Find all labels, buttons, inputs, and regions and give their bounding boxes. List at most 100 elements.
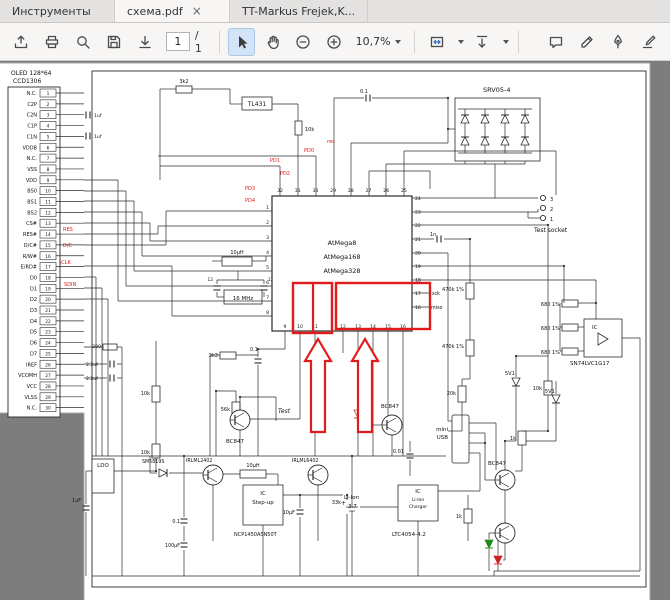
svg-text:22: 22: [415, 223, 421, 229]
zoom-in-button[interactable]: [321, 28, 348, 56]
hand-tool-button[interactable]: [259, 28, 286, 56]
svg-text:IREF: IREF: [26, 362, 37, 368]
svg-text:10: 10: [297, 324, 303, 330]
close-tab-icon[interactable]: ×: [191, 4, 202, 18]
chevron-down-icon[interactable]: [458, 39, 465, 44]
print-button[interactable]: [39, 28, 66, 56]
fit-page-icon: [430, 36, 444, 47]
svg-text:56k: 56k: [221, 407, 230, 413]
comment-button[interactable]: [543, 28, 570, 56]
svg-text:PD0: PD0: [304, 148, 314, 154]
fill-sign-button[interactable]: [635, 28, 662, 56]
svg-text:11: 11: [312, 324, 318, 330]
svg-text:LTC4054-4.2: LTC4054-4.2: [392, 532, 426, 538]
svg-text:16: 16: [400, 324, 406, 330]
svg-text:Step-up: Step-up: [252, 500, 274, 506]
tab-document-ttmarkus[interactable]: TT-Markus Frejek,K...: [230, 0, 369, 22]
zoom-out-button[interactable]: [290, 28, 317, 56]
svg-text:SRV05-4: SRV05-4: [483, 86, 511, 94]
svg-text:680 1%: 680 1%: [541, 326, 560, 332]
svg-text:17: 17: [415, 291, 421, 297]
toolbar: / 1 10,7%: [0, 23, 670, 61]
comment-icon: [550, 36, 563, 48]
svg-text:D/C#: D/C#: [24, 243, 37, 249]
svg-text:20k: 20k: [447, 391, 456, 397]
svg-text:7: 7: [47, 156, 50, 162]
svg-text:3k2: 3k2: [179, 79, 188, 85]
svg-text:13: 13: [355, 324, 361, 330]
page-input[interactable]: [165, 32, 190, 51]
svg-text:VDD: VDD: [26, 178, 37, 184]
svg-text:10μH: 10μH: [246, 463, 260, 469]
svg-text:1: 1: [47, 91, 50, 97]
svg-text:C1P: C1P: [27, 124, 37, 130]
svg-text:USB: USB: [437, 435, 449, 441]
svg-text:7: 7: [266, 295, 269, 301]
svg-text:N.C.: N.C.: [27, 91, 38, 97]
sign-button[interactable]: [605, 28, 632, 56]
download-button[interactable]: [131, 28, 158, 56]
svg-text:AtMega168: AtMega168: [323, 253, 360, 261]
svg-text:1n: 1n: [430, 232, 436, 238]
svg-text:VLSS: VLSS: [24, 395, 37, 401]
svg-text:+: +: [341, 500, 346, 507]
svg-text:10k: 10k: [141, 450, 150, 456]
svg-text:15: 15: [45, 243, 51, 249]
svg-text:10μH: 10μH: [230, 250, 244, 256]
tab-label: схема.pdf: [127, 4, 183, 18]
svg-text:PD2: PD2: [280, 171, 290, 177]
svg-text:BC847: BC847: [488, 461, 507, 467]
svg-text:10k: 10k: [141, 391, 150, 397]
svg-text:1uf: 1uf: [94, 113, 102, 119]
highlight-button[interactable]: [574, 28, 601, 56]
svg-text:C2P: C2P: [27, 102, 37, 108]
svg-text:RES: RES: [63, 227, 73, 233]
svg-text:10μF: 10μF: [283, 510, 296, 516]
svg-text:15: 15: [385, 324, 391, 330]
svg-text:13: 13: [45, 221, 51, 227]
search-button[interactable]: [70, 28, 97, 56]
svg-text:VDDB: VDDB: [22, 145, 37, 151]
svg-text:680 1%: 680 1%: [541, 302, 560, 308]
svg-text:SM5819S: SM5819S: [142, 459, 164, 465]
svg-text:20: 20: [45, 297, 51, 303]
share-button[interactable]: [8, 28, 35, 56]
hand-icon: [267, 35, 279, 49]
svg-text:6: 6: [47, 145, 50, 151]
save-button[interactable]: [100, 28, 127, 56]
svg-text:D1: D1: [30, 286, 37, 292]
svg-text:16: 16: [45, 254, 51, 260]
tab-tools[interactable]: Инструменты: [0, 0, 115, 22]
chevron-down-icon[interactable]: [503, 39, 510, 44]
svg-text:10k: 10k: [305, 127, 314, 133]
svg-text:LDO: LDO: [97, 463, 109, 469]
svg-text:D2: D2: [30, 297, 37, 303]
svg-text:1uF: 1uF: [72, 498, 81, 504]
svg-text:R/W#: R/W#: [23, 254, 37, 260]
share-icon: [15, 35, 28, 48]
svg-text:3: 3: [550, 197, 553, 203]
zoom-level-dropdown[interactable]: 10,7%: [352, 35, 405, 48]
svg-text:25: 25: [45, 351, 51, 357]
svg-text:0.01: 0.01: [393, 449, 404, 455]
svg-text:0.1: 0.1: [250, 347, 258, 353]
svg-text:23: 23: [45, 330, 51, 336]
scroll-mode-button[interactable]: [468, 28, 495, 56]
svg-text:27: 27: [366, 188, 372, 194]
fit-page-button[interactable]: [423, 28, 450, 56]
tab-document-schema[interactable]: схема.pdf ×: [115, 0, 230, 22]
download-icon: [138, 35, 151, 48]
svg-text:D0: D0: [30, 275, 37, 281]
select-tool-button[interactable]: [228, 27, 256, 56]
svg-text:21: 21: [45, 308, 51, 314]
svg-text:0.1: 0.1: [360, 89, 368, 95]
svg-text:5: 5: [47, 134, 50, 140]
svg-text:BS1: BS1: [27, 200, 37, 206]
svg-text:5V1: 5V1: [505, 371, 515, 377]
svg-text:VCOMH: VCOMH: [18, 373, 37, 379]
svg-text:470k 1%: 470k 1%: [442, 344, 464, 350]
svg-text:miso: miso: [431, 305, 443, 311]
svg-text:21: 21: [415, 237, 421, 243]
save-icon: [107, 35, 120, 48]
